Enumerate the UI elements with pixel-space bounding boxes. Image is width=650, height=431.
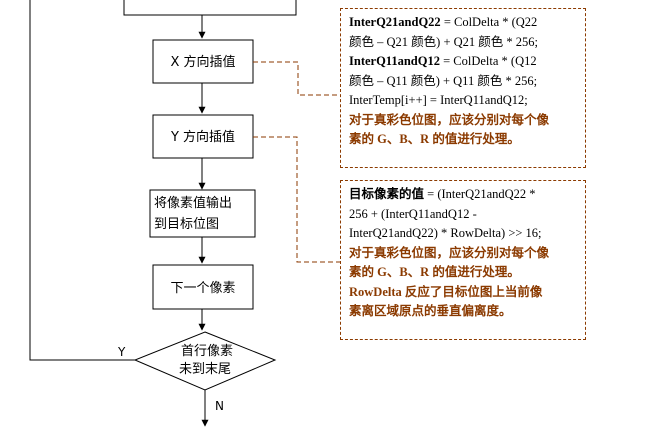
x-interpolation-box (152, 39, 254, 84)
x-interpolation-label: X 方向插值 (170, 54, 235, 70)
previous-step-box (123, 0, 297, 16)
no-edge-label: N (215, 399, 224, 413)
target-expression-part2: 256 + (InterQ11andQ12 - (349, 206, 477, 221)
q12-expression-part2: 颜色 – Q11 颜色) + Q11 颜色 * 256; (349, 73, 538, 88)
intertemp-statement: InterTemp[i++] = InterQ11andQ12; (349, 93, 528, 107)
target-pixel-label: 目标像素的值 (349, 187, 425, 201)
decision-label-line1: 首行像素 (181, 344, 233, 359)
truecolor-note-line1: 对于真彩色位图，应该分别对每个像 (349, 112, 550, 127)
y-interpolation-note: 目标像素的值 = (InterQ21andQ22 * 256 + (InterQ… (340, 180, 586, 340)
rowdelta-note-line2: 素离区域原点的垂直偏离度。 (349, 304, 512, 318)
truecolor-note2-line1: 对于真彩色位图，应该分别对每个像 (349, 245, 550, 260)
truecolor-note2-line2: 素的 G、B、R 的值进行处理。 (349, 265, 520, 279)
target-expression-part1: = (InterQ21andQ22 * (424, 187, 536, 201)
yes-edge-label: Y (117, 345, 126, 359)
x-interpolation-note: InterQ21andQ22 = ColDelta * (Q22 颜色 – Q2… (340, 8, 586, 168)
q22-expression-part1: = ColDelta * (Q22 (440, 15, 538, 29)
next-pixel-box (152, 264, 254, 310)
y-interpolation-box (152, 114, 254, 159)
output-pixel-label-line2: 到目标位图 (154, 217, 219, 232)
edge-yes-loop (29, 0, 135, 361)
rowdelta-note-line1: RowDelta 反应了目标位图上当前像 (349, 284, 543, 299)
truecolor-note-line2: 素的 G、B、R 的值进行处理。 (349, 132, 520, 146)
output-pixel-label-line1: 将像素值输出 (154, 195, 232, 211)
next-pixel-label: 下一个像素 (170, 281, 235, 296)
q22-variable: InterQ21andQ22 (349, 15, 441, 29)
target-expression-part3: InterQ21andQ22) * RowDelta) >> 16; (349, 226, 542, 240)
connector-y-to-note2 (253, 136, 340, 263)
q12-variable: InterQ11andQ12 (349, 54, 440, 68)
q22-expression-part2: 颜色 – Q21 颜色) + Q21 颜色 * 256; (349, 34, 538, 49)
decision-diamond (133, 331, 277, 391)
connector-x-to-note1 (253, 61, 340, 96)
y-interpolation-label: Y 方向插值 (170, 129, 235, 145)
decision-label-line2: 未到末尾 (179, 362, 231, 377)
q12-expression-part1: = ColDelta * (Q12 (440, 54, 537, 68)
